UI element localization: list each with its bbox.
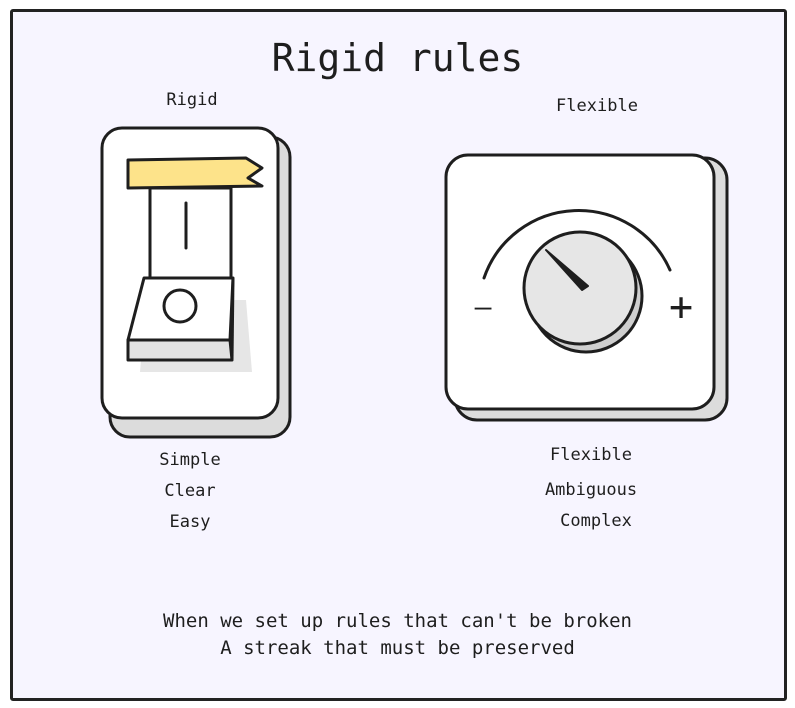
flexible-label-2: Ambiguous bbox=[544, 480, 638, 500]
caption-line-2: A streak that must be preserved bbox=[220, 637, 575, 659]
flexible-label-1: Flexible bbox=[550, 445, 632, 465]
minus-icon: — bbox=[474, 290, 492, 323]
rigid-heading: Rigid bbox=[166, 90, 218, 110]
dimmer-dial-icon bbox=[444, 153, 729, 422]
dial-needle-icon bbox=[545, 249, 589, 291]
plus-icon: + bbox=[668, 284, 694, 330]
tape-icon bbox=[126, 156, 264, 190]
rigid-label-1: Simple bbox=[159, 450, 221, 470]
flexible-heading: Flexible bbox=[556, 96, 638, 116]
rigid-label-2: Clear bbox=[164, 481, 216, 501]
diagram-title: Rigid rules bbox=[271, 36, 524, 80]
flexible-label-3: Complex bbox=[560, 511, 632, 531]
rigid-label-3: Easy bbox=[169, 512, 211, 532]
light-switch-icon bbox=[100, 126, 292, 439]
caption-line-1: When we set up rules that can't be broke… bbox=[163, 610, 632, 632]
